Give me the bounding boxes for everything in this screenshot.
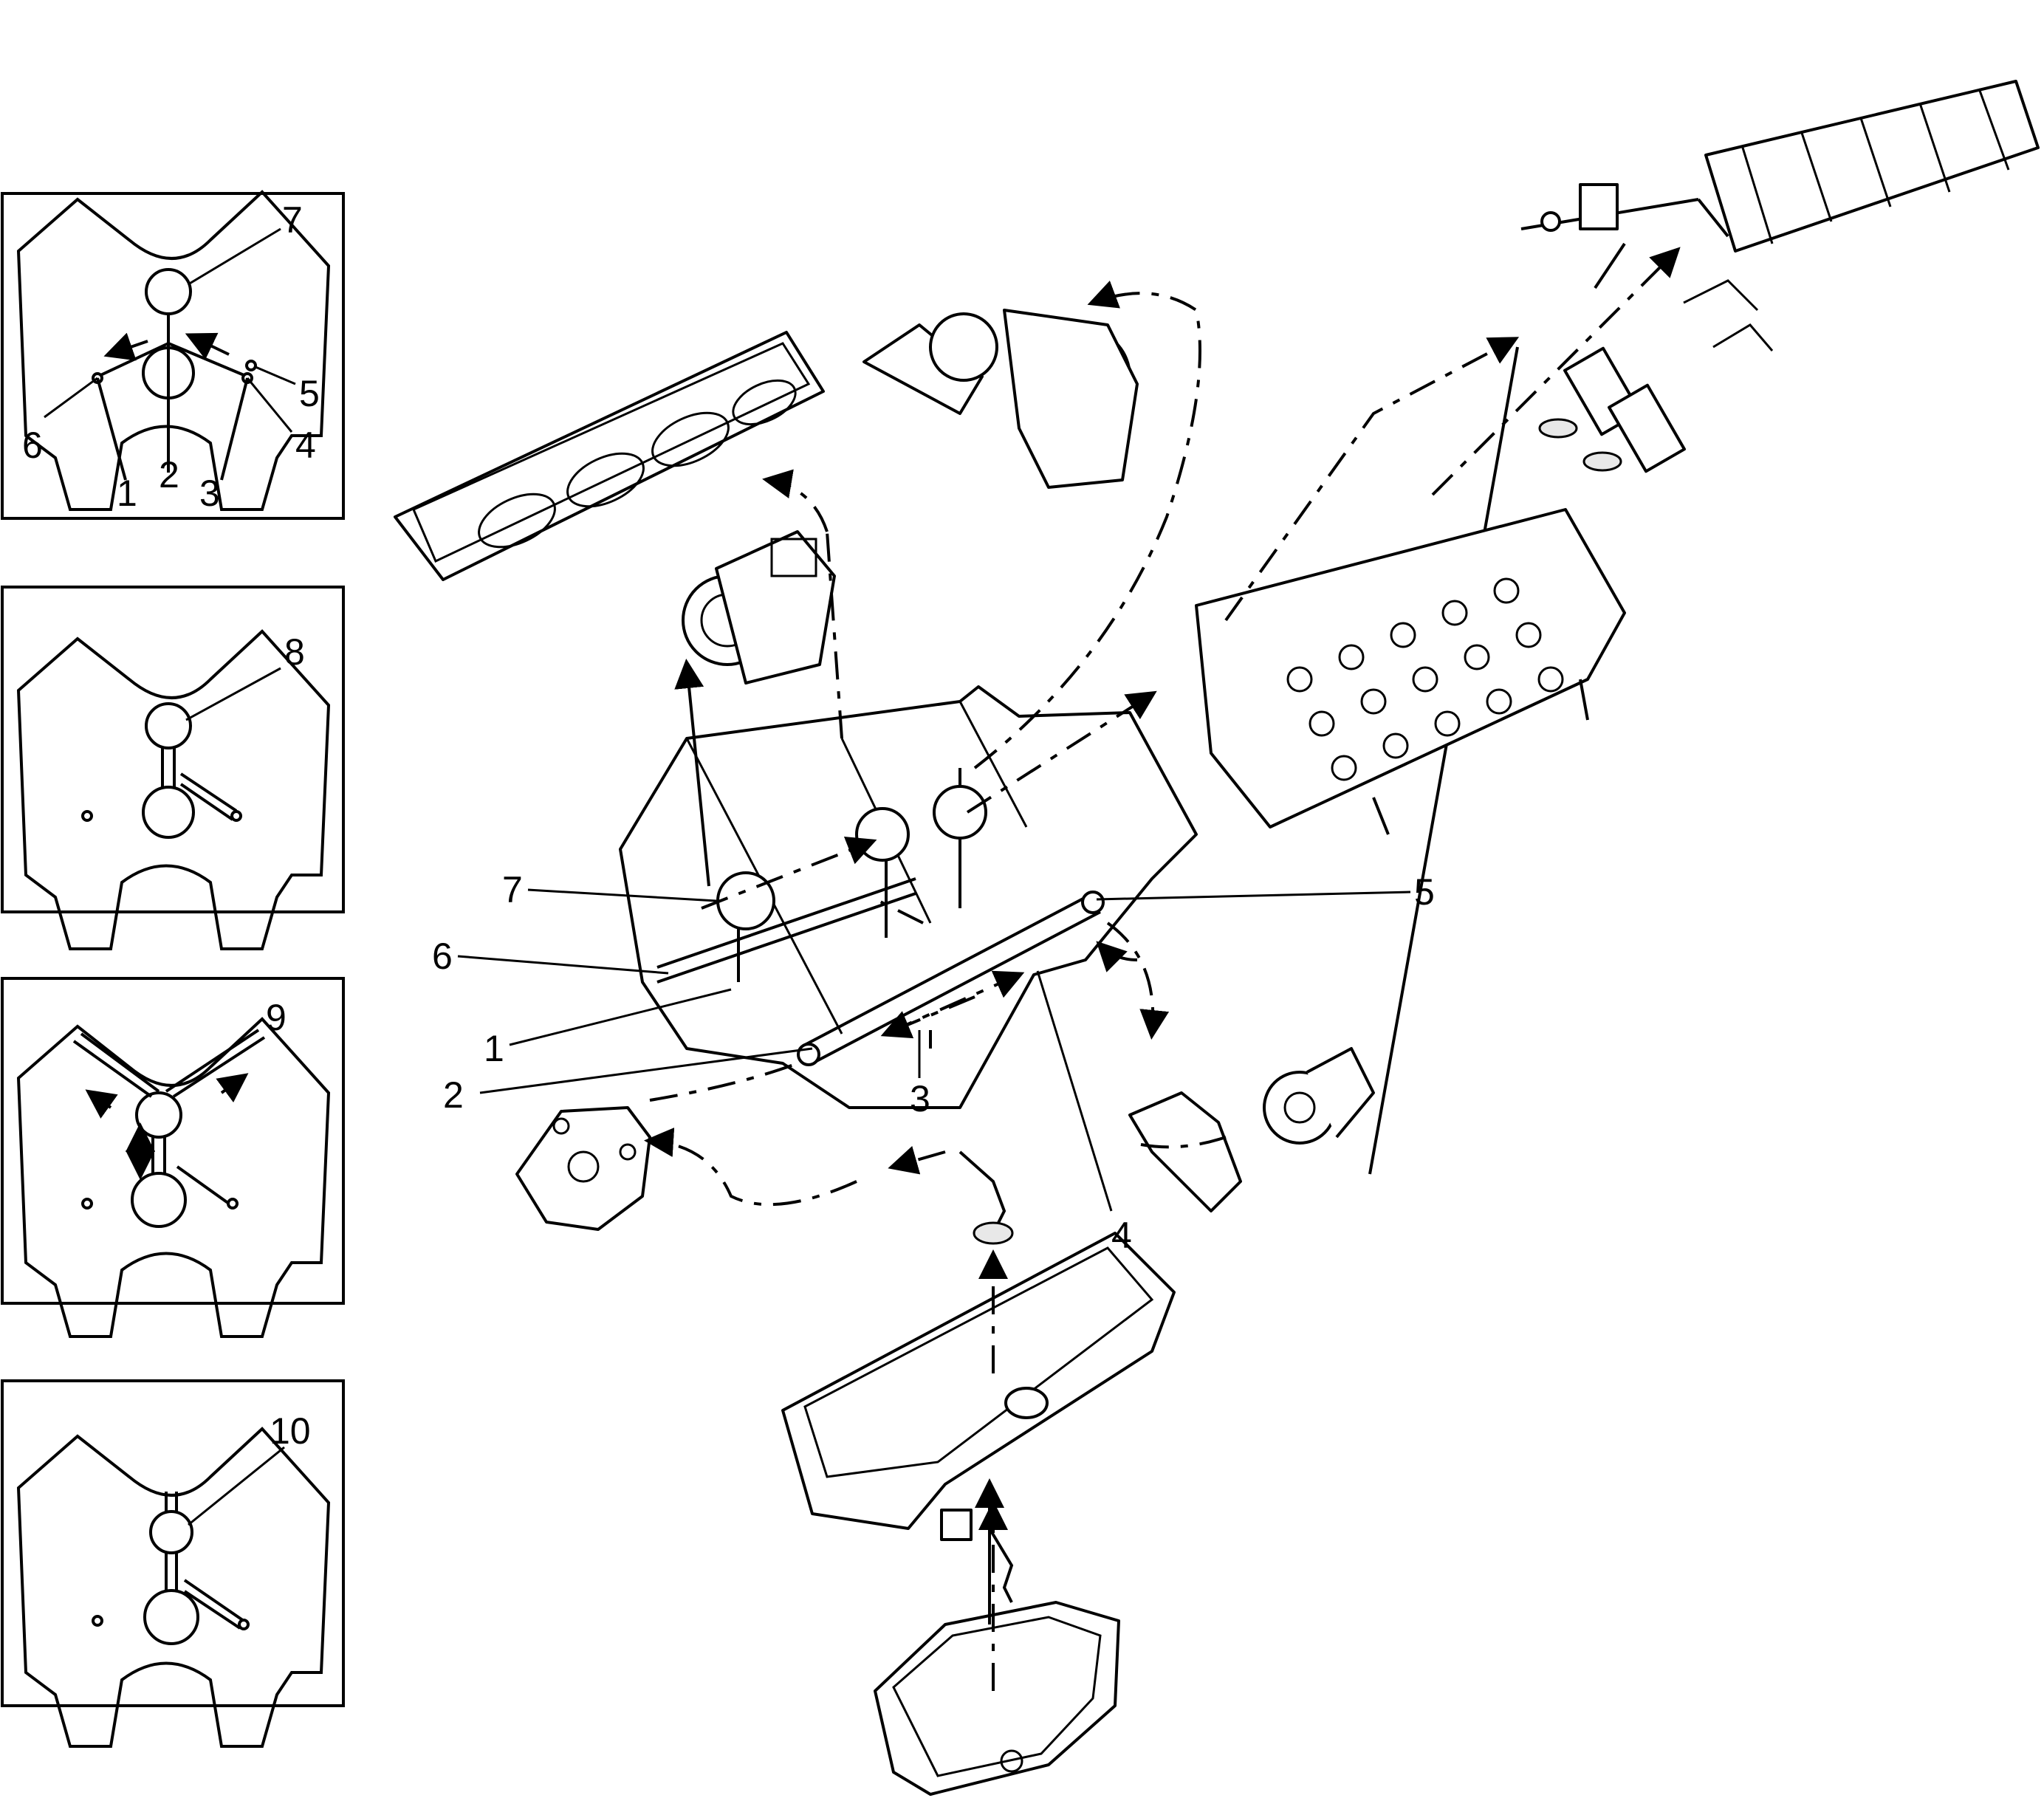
panel-1-label-2: 2 — [159, 454, 179, 495]
high-pressure-fuel-pump — [682, 530, 836, 685]
panel-1-label-3: 3 — [199, 473, 220, 514]
panel-4-label-10: 10 — [270, 1410, 311, 1452]
oil-flow-panel-2: 8 — [1, 586, 345, 950]
callout-2: 2 — [443, 1074, 464, 1116]
oil-pump — [515, 1106, 651, 1231]
flow-paths — [644, 247, 1681, 1691]
valve-springs — [1538, 279, 1774, 473]
push-rod — [1368, 346, 1519, 1175]
oil-filter-housing — [1128, 1047, 1375, 1212]
callout-7: 7 — [502, 869, 523, 910]
right-cylinder-head — [1195, 508, 1626, 835]
oil-flow-panel-3: 9 — [1, 977, 345, 1338]
oil-level-sensor — [940, 1509, 1014, 1603]
engine-block — [619, 685, 1198, 1109]
upper-oil-pan — [781, 1232, 1176, 1530]
panel-1-label-4: 4 — [295, 425, 316, 466]
main-callout-leaders — [457, 888, 1411, 1212]
panel-3-label-9: 9 — [266, 997, 287, 1038]
lower-oil-pan — [874, 1601, 1120, 1796]
oil-flow-panel-1: 7 6 5 4 1 2 3 — [1, 191, 345, 520]
cylinder-head-gasket — [394, 331, 825, 581]
callout-3: 3 — [910, 1078, 930, 1119]
callout-1: 1 — [484, 1028, 504, 1069]
callout-5: 5 — [1414, 871, 1435, 913]
panel-1-label-5: 5 — [299, 373, 320, 414]
rocker-arm-assembly — [1520, 80, 2040, 289]
callout-6: 6 — [432, 936, 453, 977]
panel-1-label-1: 1 — [117, 473, 137, 514]
panel-1-label-6: 6 — [22, 425, 43, 466]
turbocharger — [862, 309, 1139, 489]
panel-1-label-7: 7 — [282, 199, 303, 241]
callout-4: 4 — [1111, 1215, 1132, 1256]
oil-pickup-tube — [958, 1150, 1014, 1245]
oil-flow-panel-4: 10 — [1, 1379, 345, 1748]
panel-2-label-8: 8 — [284, 631, 305, 673]
